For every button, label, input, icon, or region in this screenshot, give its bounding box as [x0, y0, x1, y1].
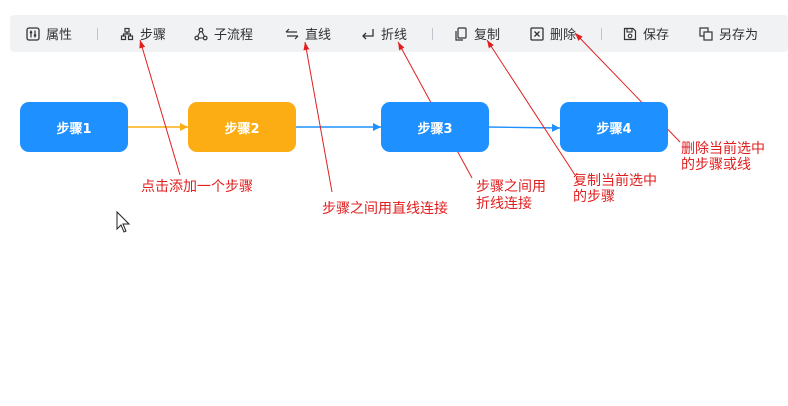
flow-node-step3[interactable]: 步骤3 — [381, 102, 489, 152]
delete-label: 删除 — [550, 28, 577, 43]
save-as-button[interactable]: 另存为 — [699, 15, 758, 52]
straight-line-label: 直线 — [305, 28, 332, 43]
properties-label: 属性 — [46, 28, 73, 43]
polyline-label: 折线 — [381, 28, 408, 43]
annotation-polyline-line1: 步骤之间用 — [476, 179, 546, 195]
save-label: 保存 — [643, 28, 670, 43]
share-nodes-icon — [194, 27, 208, 40]
node-label: 步骤2 — [224, 121, 260, 137]
edge-step3-step4[interactable] — [488, 123, 561, 132]
annotation-arrow-straight-line — [303, 41, 333, 193]
separator — [97, 28, 98, 40]
annotation-arrow-add-step — [139, 39, 181, 176]
delete-button[interactable]: 删除 — [530, 15, 576, 52]
annotation-copy-line1: 复制当前选中 — [573, 173, 657, 189]
subprocess-button[interactable]: 子流程 — [194, 15, 253, 52]
copy-button[interactable]: 复制 — [454, 15, 500, 52]
mouse-cursor-icon — [116, 210, 131, 233]
flow-node-step1[interactable]: 步骤1 — [20, 102, 128, 152]
annotation-delete-line2: 的步骤或线 — [681, 157, 751, 173]
annotation-arrow-copy — [486, 39, 576, 176]
flow-node-step2[interactable]: 步骤2 — [188, 102, 296, 152]
add-step-label: 步骤 — [140, 28, 167, 43]
sliders-icon — [26, 26, 40, 41]
separator — [432, 28, 433, 40]
node-label: 步骤3 — [417, 121, 453, 137]
annotation-delete-line1: 删除当前选中 — [681, 141, 765, 157]
subprocess-label: 子流程 — [214, 28, 254, 43]
annotation-polyline-line2: 折线连接 — [476, 196, 532, 212]
save-as-icon — [699, 26, 713, 41]
node-label: 步骤1 — [56, 121, 92, 137]
delete-box-icon — [530, 26, 544, 41]
annotation-add-step: 点击添加一个步骤 — [141, 179, 253, 195]
flow-node-step4[interactable]: 步骤4 — [560, 102, 668, 152]
straight-line-button[interactable]: 直线 — [285, 15, 331, 52]
annotation-straight-line: 步骤之间用直线连接 — [322, 201, 448, 217]
node-label: 步骤4 — [596, 121, 632, 137]
separator — [601, 28, 602, 40]
save-as-label: 另存为 — [719, 28, 759, 43]
copy-icon — [455, 26, 467, 41]
corner-arrow-icon — [362, 28, 374, 39]
save-icon — [623, 27, 637, 40]
properties-button[interactable]: 属性 — [26, 15, 72, 52]
swap-arrows-icon — [285, 28, 299, 39]
annotation-copy-line2: 的步骤 — [573, 189, 615, 205]
copy-label: 复制 — [474, 28, 501, 43]
save-button[interactable]: 保存 — [623, 15, 669, 52]
polyline-button[interactable]: 折线 — [361, 15, 407, 52]
sitemap-icon — [120, 27, 134, 40]
add-step-button[interactable]: 步骤 — [120, 15, 166, 52]
